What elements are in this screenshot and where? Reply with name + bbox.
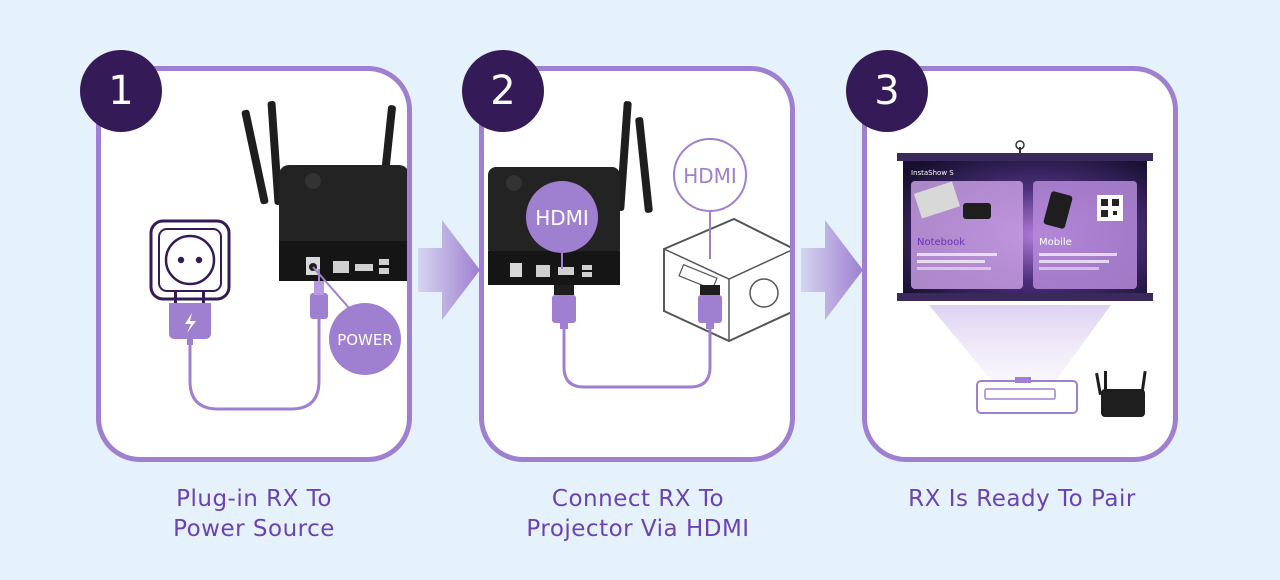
phone-icon: [1043, 191, 1073, 229]
step-1-badge: 1: [80, 50, 162, 132]
power-cable: [188, 317, 321, 411]
hdmi-plug-icon: [698, 285, 722, 329]
hdmi-cable: [562, 329, 712, 389]
step-1-card: POWER: [96, 66, 412, 462]
step-2-caption-line-2: Projector Via HDMI: [526, 516, 750, 542]
rx-hdmi-callout: HDMI: [526, 181, 598, 269]
projector-hdmi-callout-label: HDMI: [683, 164, 737, 188]
hdmi-plug-icon: [552, 285, 576, 329]
mobile-label: Mobile: [1039, 237, 1072, 248]
projector-icon: [976, 377, 1078, 414]
step-3-card: InstaShow S Notebook Mobile: [862, 66, 1178, 462]
step-1-caption-line-1: Plug-in RX To: [176, 486, 332, 512]
step-1-caption-line-2: Power Source: [173, 516, 335, 542]
projection-beam: [929, 305, 1111, 387]
power-callout-label: POWER: [337, 331, 393, 349]
step-2-illustration: HDMI HDMI: [488, 101, 790, 389]
screen-title: InstaShow S: [911, 169, 954, 177]
step-3-illustration: InstaShow S Notebook Mobile: [897, 140, 1153, 417]
laptop-icon: [913, 181, 961, 219]
qr-code-icon: [1097, 195, 1123, 221]
step-3-caption-line-1: RX Is Ready To Pair: [908, 486, 1136, 512]
step-2-caption-line-1: Connect RX To: [551, 486, 725, 512]
step-2-caption: Connect RX To Projector Via HDMI: [468, 484, 808, 544]
next-step-arrow-icon: [801, 220, 863, 320]
rx-receiver-icon: [241, 101, 407, 281]
button-tx-icon: [963, 203, 991, 219]
step-3-badge: 3: [846, 50, 928, 132]
step-3-caption: RX Is Ready To Pair: [852, 484, 1192, 514]
step-1-caption: Plug-in RX To Power Source: [84, 484, 424, 544]
rx-hdmi-callout-label: HDMI: [535, 206, 589, 230]
wall-socket-icon: [149, 219, 231, 305]
notebook-label: Notebook: [917, 237, 965, 248]
next-step-arrow-icon: [418, 220, 480, 320]
power-plug-icon: [169, 303, 211, 345]
projection-screen-icon: InstaShow S Notebook Mobile: [897, 140, 1153, 301]
step-2-card: HDMI HDMI: [479, 66, 795, 462]
rx-receiver-icon: [1095, 370, 1147, 417]
step-1-illustration: POWER: [149, 101, 407, 411]
power-callout: POWER: [329, 303, 401, 375]
projector-icon: [663, 217, 790, 343]
step-2-badge: 2: [462, 50, 544, 132]
projector-hdmi-callout: HDMI: [673, 138, 747, 259]
